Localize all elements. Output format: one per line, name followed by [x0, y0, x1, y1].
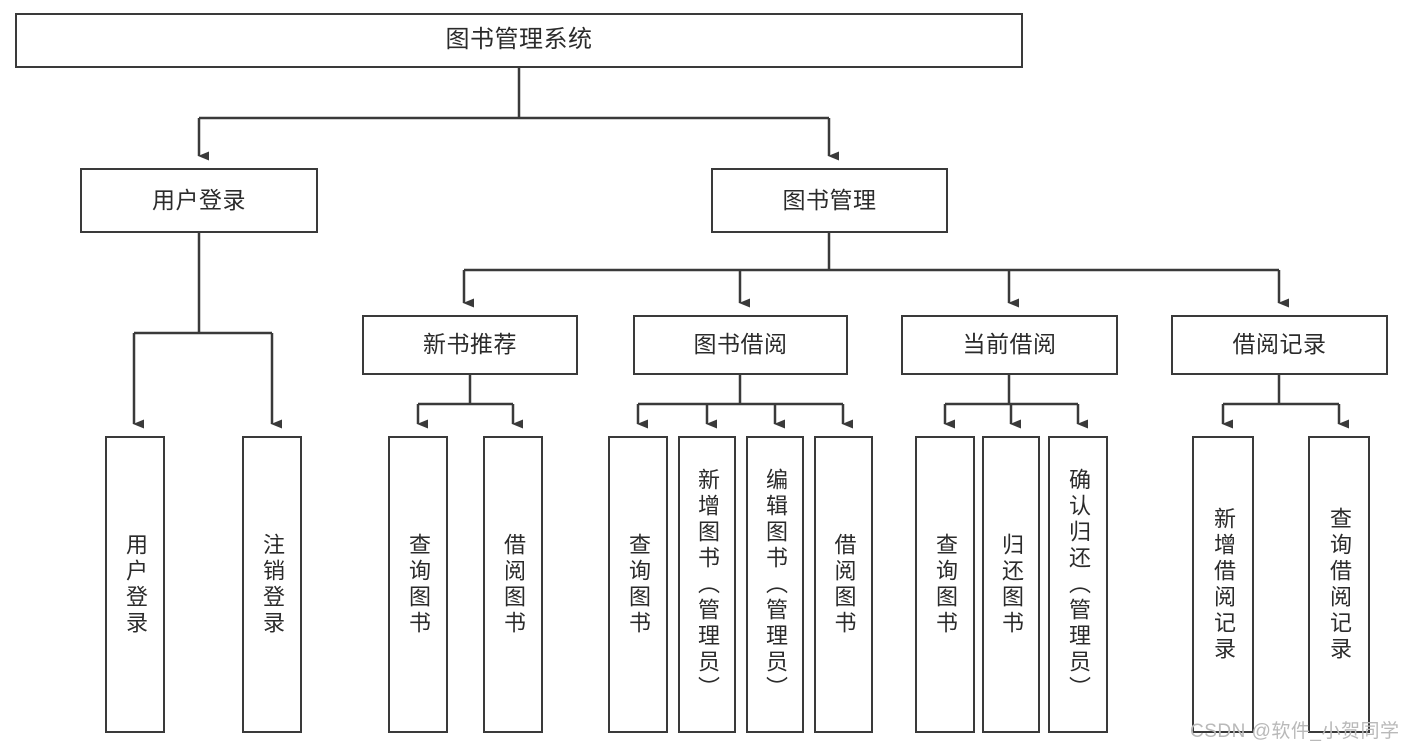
node-user-login-label: 用户登录 [152, 186, 246, 213]
node-leaf-query-borrow-record-label: 查询借阅记录 [1327, 506, 1352, 663]
node-leaf-recommend-query-book[interactable]: 查询图书 [388, 436, 448, 733]
node-book-borrow[interactable]: 图书借阅 [633, 315, 848, 375]
node-current-borrow[interactable]: 当前借阅 [901, 315, 1118, 375]
node-leaf-return-book-label: 归还图书 [999, 532, 1024, 637]
node-borrow-record-label: 借阅记录 [1232, 331, 1327, 358]
node-leaf-confirm-return-admin[interactable]: 确认归还（管理员） [1048, 436, 1108, 733]
node-leaf-user-login[interactable]: 用户登录 [105, 436, 165, 733]
node-leaf-recommend-borrow-book-label: 借阅图书 [501, 532, 526, 637]
node-leaf-user-logout-label: 注销登录 [260, 532, 285, 637]
edge-root-to-level2 [197, 68, 839, 161]
node-leaf-borrow-query-book-label: 查询图书 [626, 532, 651, 637]
node-leaf-user-logout[interactable]: 注销登录 [242, 436, 302, 733]
node-leaf-edit-book-admin[interactable]: 编辑图书（管理员） [746, 436, 804, 733]
node-leaf-add-book-admin-label: 新增图书（管理员） [695, 467, 720, 702]
node-leaf-recommend-query-book-label: 查询图书 [406, 532, 431, 637]
node-root[interactable]: 图书管理系统 [15, 13, 1023, 68]
node-root-label: 图书管理系统 [445, 26, 593, 54]
node-new-book-recommend-label: 新书推荐 [423, 331, 517, 358]
node-leaf-borrow-book[interactable]: 借阅图书 [814, 436, 873, 733]
node-leaf-borrow-query-book[interactable]: 查询图书 [608, 436, 668, 733]
node-user-login[interactable]: 用户登录 [80, 168, 318, 233]
node-borrow-record[interactable]: 借阅记录 [1171, 315, 1388, 375]
node-leaf-add-book-admin[interactable]: 新增图书（管理员） [678, 436, 736, 733]
node-new-book-recommend[interactable]: 新书推荐 [362, 315, 578, 375]
node-leaf-confirm-return-admin-label: 确认归还（管理员） [1066, 467, 1091, 702]
node-leaf-add-borrow-record[interactable]: 新增借阅记录 [1192, 436, 1254, 733]
edge-userlogin-to-leaves [132, 233, 282, 429]
edge-currentborrow-to-leaves [943, 375, 1088, 429]
node-leaf-user-login-label: 用户登录 [123, 532, 148, 637]
node-book-manage-label: 图书管理 [782, 186, 877, 213]
edge-bookborrow-to-leaves [636, 375, 853, 429]
node-leaf-recommend-borrow-book[interactable]: 借阅图书 [483, 436, 543, 733]
node-leaf-edit-book-admin-label: 编辑图书（管理员） [763, 467, 788, 702]
edge-borrowrecord-to-leaves [1221, 375, 1349, 429]
node-leaf-borrow-book-label: 借阅图书 [831, 532, 857, 637]
edge-bookmanage-to-level3 [462, 233, 1289, 308]
watermark-text: CSDN @软件_小贺同学 [1190, 721, 1400, 742]
node-leaf-current-query-book[interactable]: 查询图书 [915, 436, 975, 733]
edge-newbookrec-to-leaves [416, 375, 523, 429]
node-book-manage[interactable]: 图书管理 [711, 168, 948, 233]
node-leaf-return-book[interactable]: 归还图书 [982, 436, 1040, 733]
node-leaf-add-borrow-record-label: 新增借阅记录 [1211, 506, 1236, 663]
node-leaf-current-query-book-label: 查询图书 [933, 532, 958, 637]
node-current-borrow-label: 当前借阅 [962, 331, 1057, 358]
node-leaf-query-borrow-record[interactable]: 查询借阅记录 [1308, 436, 1370, 733]
node-book-borrow-label: 图书借阅 [693, 331, 788, 358]
